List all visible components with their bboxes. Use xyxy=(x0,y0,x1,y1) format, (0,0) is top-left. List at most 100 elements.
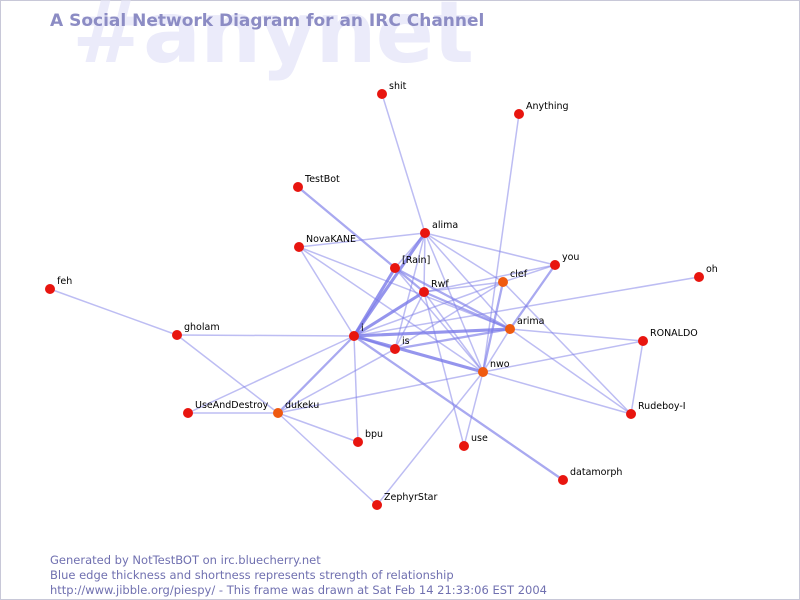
edge-i-UseAndDestroy xyxy=(187,335,355,414)
edge-nwo-ZephyrStar xyxy=(376,371,484,506)
edge-gholam-dukeku xyxy=(176,334,279,414)
node-label: i xyxy=(361,323,364,334)
edge-alima-Rain xyxy=(394,232,426,269)
edge-alima-is xyxy=(394,232,426,350)
node-dot xyxy=(372,500,382,510)
node-dot xyxy=(294,242,304,252)
node-dot xyxy=(558,475,568,485)
edge-Rwf-use xyxy=(423,291,465,447)
node-label: [Rain] xyxy=(402,255,430,266)
node-dukeku: dukeku xyxy=(273,400,319,418)
node-clef: clef xyxy=(498,269,528,287)
page-title: A Social Network Diagram for an IRC Chan… xyxy=(50,11,485,31)
node-label: Rudeboy-I xyxy=(638,401,686,412)
edge-i-dukeku xyxy=(276,334,356,415)
node-dot xyxy=(550,260,560,270)
edge-nwo-dukeku xyxy=(277,371,484,414)
edge-i-arima xyxy=(352,327,512,338)
edge-i-nwo xyxy=(352,334,485,374)
edge-dukeku-ZephyrStar xyxy=(277,412,378,506)
node-dot xyxy=(390,344,400,354)
node-label: Rwf xyxy=(431,279,449,290)
node-label: bpu xyxy=(365,429,383,440)
edge-dukeku-bpu xyxy=(277,412,359,443)
node-alima: alima xyxy=(420,220,458,238)
node-label: clef xyxy=(510,269,528,280)
edge-nwo-use xyxy=(463,371,484,447)
node-feh: feh xyxy=(45,276,72,294)
node-dot xyxy=(377,89,387,99)
node-dot xyxy=(390,263,400,273)
edge-Rwf-i xyxy=(352,290,426,338)
node-TestBot: TestBot xyxy=(293,174,340,192)
node-dot xyxy=(505,324,515,334)
node-i: i xyxy=(349,323,364,341)
edge-arima-Rudeboy-I xyxy=(509,328,632,415)
edge-Rain-nwo xyxy=(394,267,484,373)
node-dot xyxy=(694,272,704,282)
node-dot xyxy=(638,336,648,346)
node-label: oh xyxy=(706,264,718,275)
node-ZephyrStar: ZephyrStar xyxy=(372,492,438,510)
edge-clef-nwo xyxy=(481,280,505,374)
node-oh: oh xyxy=(694,264,718,282)
edge-RONALDO-arima xyxy=(509,328,644,342)
node-NovaKANE: NovaKANE xyxy=(294,234,356,252)
node-arima: arima xyxy=(505,316,544,334)
edge-alima-Rwf xyxy=(423,232,426,293)
node-label: arima xyxy=(517,316,544,327)
edges-layer xyxy=(49,93,700,506)
node-use: use xyxy=(459,433,488,451)
edge-clef-i xyxy=(353,281,504,337)
footer-generated-by: Generated by NotTestBOT on irc.bluecherr… xyxy=(50,553,321,567)
node-label: you xyxy=(562,252,579,263)
node-dot xyxy=(498,277,508,287)
edge-nwo-Rudeboy-I xyxy=(482,371,632,415)
node-dot xyxy=(45,284,55,294)
node-Anything: Anything xyxy=(514,101,569,119)
node-you: you xyxy=(550,252,579,270)
edge-feh-gholam xyxy=(49,288,178,336)
edge-nwo-RONALDO xyxy=(482,340,644,373)
node-bpu: bpu xyxy=(353,429,383,447)
node-dot xyxy=(419,287,429,297)
node-label: ZephyrStar xyxy=(384,492,438,503)
node-label: dukeku xyxy=(285,400,319,411)
node-dot xyxy=(459,441,469,451)
edge-alima-you xyxy=(424,232,556,266)
node-dot xyxy=(293,182,303,192)
node-label: gholam xyxy=(184,322,220,333)
node-label: shit xyxy=(389,81,407,92)
node-Rwf: Rwf xyxy=(419,279,449,297)
footer: Generated by NotTestBOT on irc.bluecherr… xyxy=(50,553,547,598)
node-UseAndDestroy: UseAndDestroy xyxy=(183,400,269,418)
edge-Rwf-is xyxy=(394,291,425,350)
node-label: is xyxy=(402,336,410,347)
footer-legend-note: Blue edge thickness and shortness repres… xyxy=(50,568,454,582)
edge-you-arima xyxy=(508,263,557,331)
node-datamorph: datamorph xyxy=(558,467,622,485)
node-dot xyxy=(183,408,193,418)
node-label: alima xyxy=(432,220,458,231)
edge-Rwf-clef xyxy=(423,281,504,293)
node-dot xyxy=(626,409,636,419)
node-dot xyxy=(172,330,182,340)
edge-is-arima xyxy=(393,327,512,351)
node-label: nwo xyxy=(490,359,510,370)
node-label: Anything xyxy=(526,101,569,112)
edge-you-clef xyxy=(502,264,556,283)
edge-i-bpu xyxy=(353,335,359,443)
edge-oh-i xyxy=(353,276,700,337)
node-dot xyxy=(349,331,359,341)
node-dot xyxy=(420,228,430,238)
node-gholam: gholam xyxy=(172,322,220,340)
edge-clef-is xyxy=(394,281,504,350)
edge-alima-nwo xyxy=(424,232,484,373)
edge-i-datamorph xyxy=(352,334,565,482)
node-dot xyxy=(478,367,488,377)
node-label: RONALDO xyxy=(650,328,698,339)
edge-alima-clef xyxy=(424,232,504,283)
node-label: TestBot xyxy=(304,174,340,185)
